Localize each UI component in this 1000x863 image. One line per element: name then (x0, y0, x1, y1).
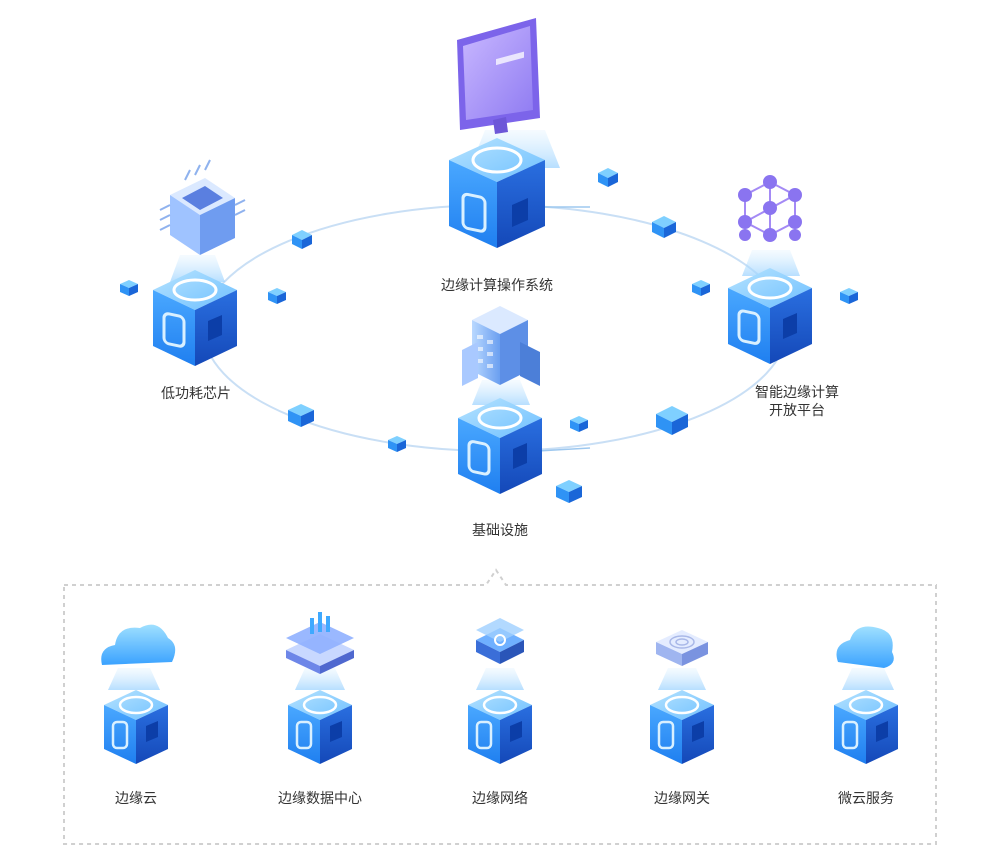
edge-network-label: 边缘网络 (472, 791, 528, 807)
platform-cube (728, 268, 812, 364)
floating-cube (292, 230, 312, 249)
floating-cube (656, 406, 688, 435)
floating-cube (570, 416, 588, 432)
micro-cloud-cube (834, 690, 898, 764)
infra-label: 基础设施 (472, 523, 528, 539)
platform-label-line2: 开放平台 (769, 403, 825, 419)
floating-cube (692, 280, 710, 296)
floating-cube (652, 216, 676, 238)
network-layer-icon (476, 618, 524, 690)
floating-cube (598, 168, 618, 187)
micro-cloud-label: 微云服务 (838, 791, 894, 807)
edge-cloud-label: 边缘云 (115, 791, 157, 807)
cloud-icon (101, 624, 176, 690)
floating-cube (840, 288, 858, 304)
platform-label-line1: 智能边缘计算 (755, 385, 839, 401)
os-label: 边缘计算操作系统 (441, 278, 553, 294)
bottom-container-border (63, 568, 937, 845)
edge-gateway-cube (650, 690, 714, 764)
edge-gateway-label: 边缘网关 (654, 791, 710, 807)
edge-dc-label: 边缘数据中心 (278, 791, 362, 807)
infra-cube (458, 398, 542, 494)
monitor-icon (457, 18, 560, 168)
building-icon (462, 306, 540, 405)
chip-icon (159, 159, 246, 282)
floating-cube (556, 480, 582, 503)
gateway-router-icon (656, 630, 708, 690)
hexagon-network-icon (738, 175, 802, 276)
cloud-service-icon (836, 626, 894, 690)
floating-cube (268, 288, 286, 304)
edge-network-cube (468, 690, 532, 764)
server-stack-icon (286, 612, 354, 690)
edge-dc-cube (288, 690, 352, 764)
floating-cube (288, 404, 314, 427)
os-cube (449, 138, 545, 248)
edge-cloud-cube (104, 690, 168, 764)
floating-cube (120, 280, 138, 296)
chip-cube (153, 270, 237, 366)
floating-cube (388, 436, 406, 452)
chip-label: 低功耗芯片 (161, 386, 231, 402)
platform-label: 智能边缘计算 开放平台 (755, 384, 839, 420)
